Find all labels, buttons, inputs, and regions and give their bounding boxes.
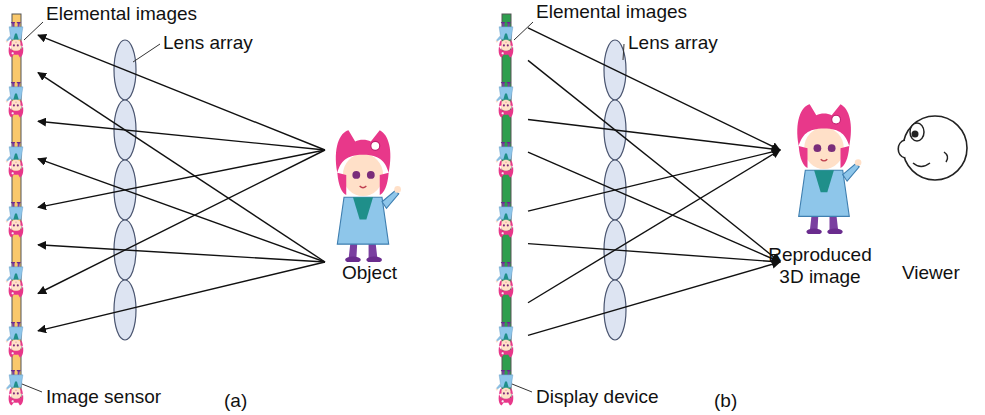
light-ray	[528, 150, 780, 211]
leader-lines	[22, 22, 624, 392]
elemental-image	[6, 370, 23, 406]
light-ray	[38, 159, 325, 262]
elemental-image	[6, 202, 23, 238]
elemental-image	[496, 370, 513, 406]
label: Elemental images	[46, 3, 197, 25]
label: Reproduced 3D image	[760, 244, 880, 288]
light-ray	[528, 119, 780, 150]
elemental-image	[496, 142, 513, 178]
elemental-image	[496, 82, 513, 118]
reproduced-figure	[797, 104, 861, 235]
object-figure	[336, 130, 401, 263]
label: Image sensor	[46, 386, 161, 408]
elemental-image	[6, 322, 23, 358]
elemental-image	[6, 142, 23, 178]
label: Viewer	[902, 262, 960, 284]
elemental-image	[6, 262, 23, 298]
label: Lens array	[628, 32, 718, 54]
elemental-image	[496, 22, 513, 58]
light-ray	[38, 121, 325, 150]
label: Display device	[536, 386, 659, 408]
label: Lens array	[163, 32, 253, 54]
light-ray	[38, 73, 325, 262]
light-ray	[528, 28, 780, 150]
elemental-image	[496, 322, 513, 358]
light-ray	[38, 262, 325, 331]
light-ray	[528, 244, 780, 262]
light-ray	[528, 60, 780, 262]
light-ray	[38, 150, 325, 207]
elemental-image	[6, 82, 23, 118]
viewer-head	[898, 116, 967, 180]
light-ray	[528, 152, 780, 262]
elemental-image	[496, 202, 513, 238]
panel-label: (a)	[224, 390, 247, 412]
label: Object	[342, 262, 397, 284]
panel-label: (b)	[714, 390, 737, 412]
light-ray	[528, 150, 780, 303]
label: Elemental images	[536, 1, 687, 23]
light-ray	[38, 245, 325, 262]
light-ray	[528, 262, 780, 335]
elemental-image	[6, 22, 23, 58]
elemental-image	[496, 262, 513, 298]
